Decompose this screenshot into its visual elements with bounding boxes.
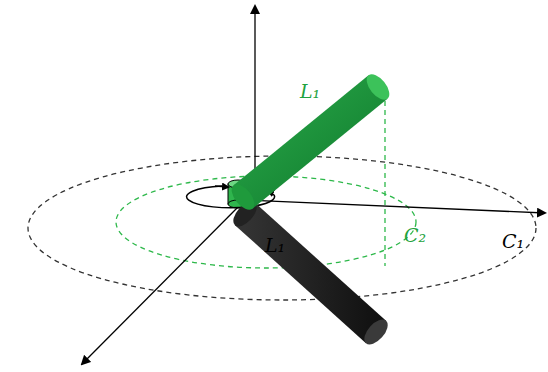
projection-line	[384, 92, 385, 266]
rotation-arrowhead	[215, 186, 228, 187]
link-label: L₁	[265, 236, 285, 255]
link-black	[229, 197, 392, 348]
link-label: L₁	[300, 82, 320, 101]
axis-x	[245, 200, 545, 213]
orbit-label: C₁	[502, 232, 524, 251]
orbit-label: C₂	[404, 226, 426, 245]
axis-y	[82, 200, 245, 364]
axis-z	[254, 6, 255, 190]
link-green	[227, 70, 393, 213]
